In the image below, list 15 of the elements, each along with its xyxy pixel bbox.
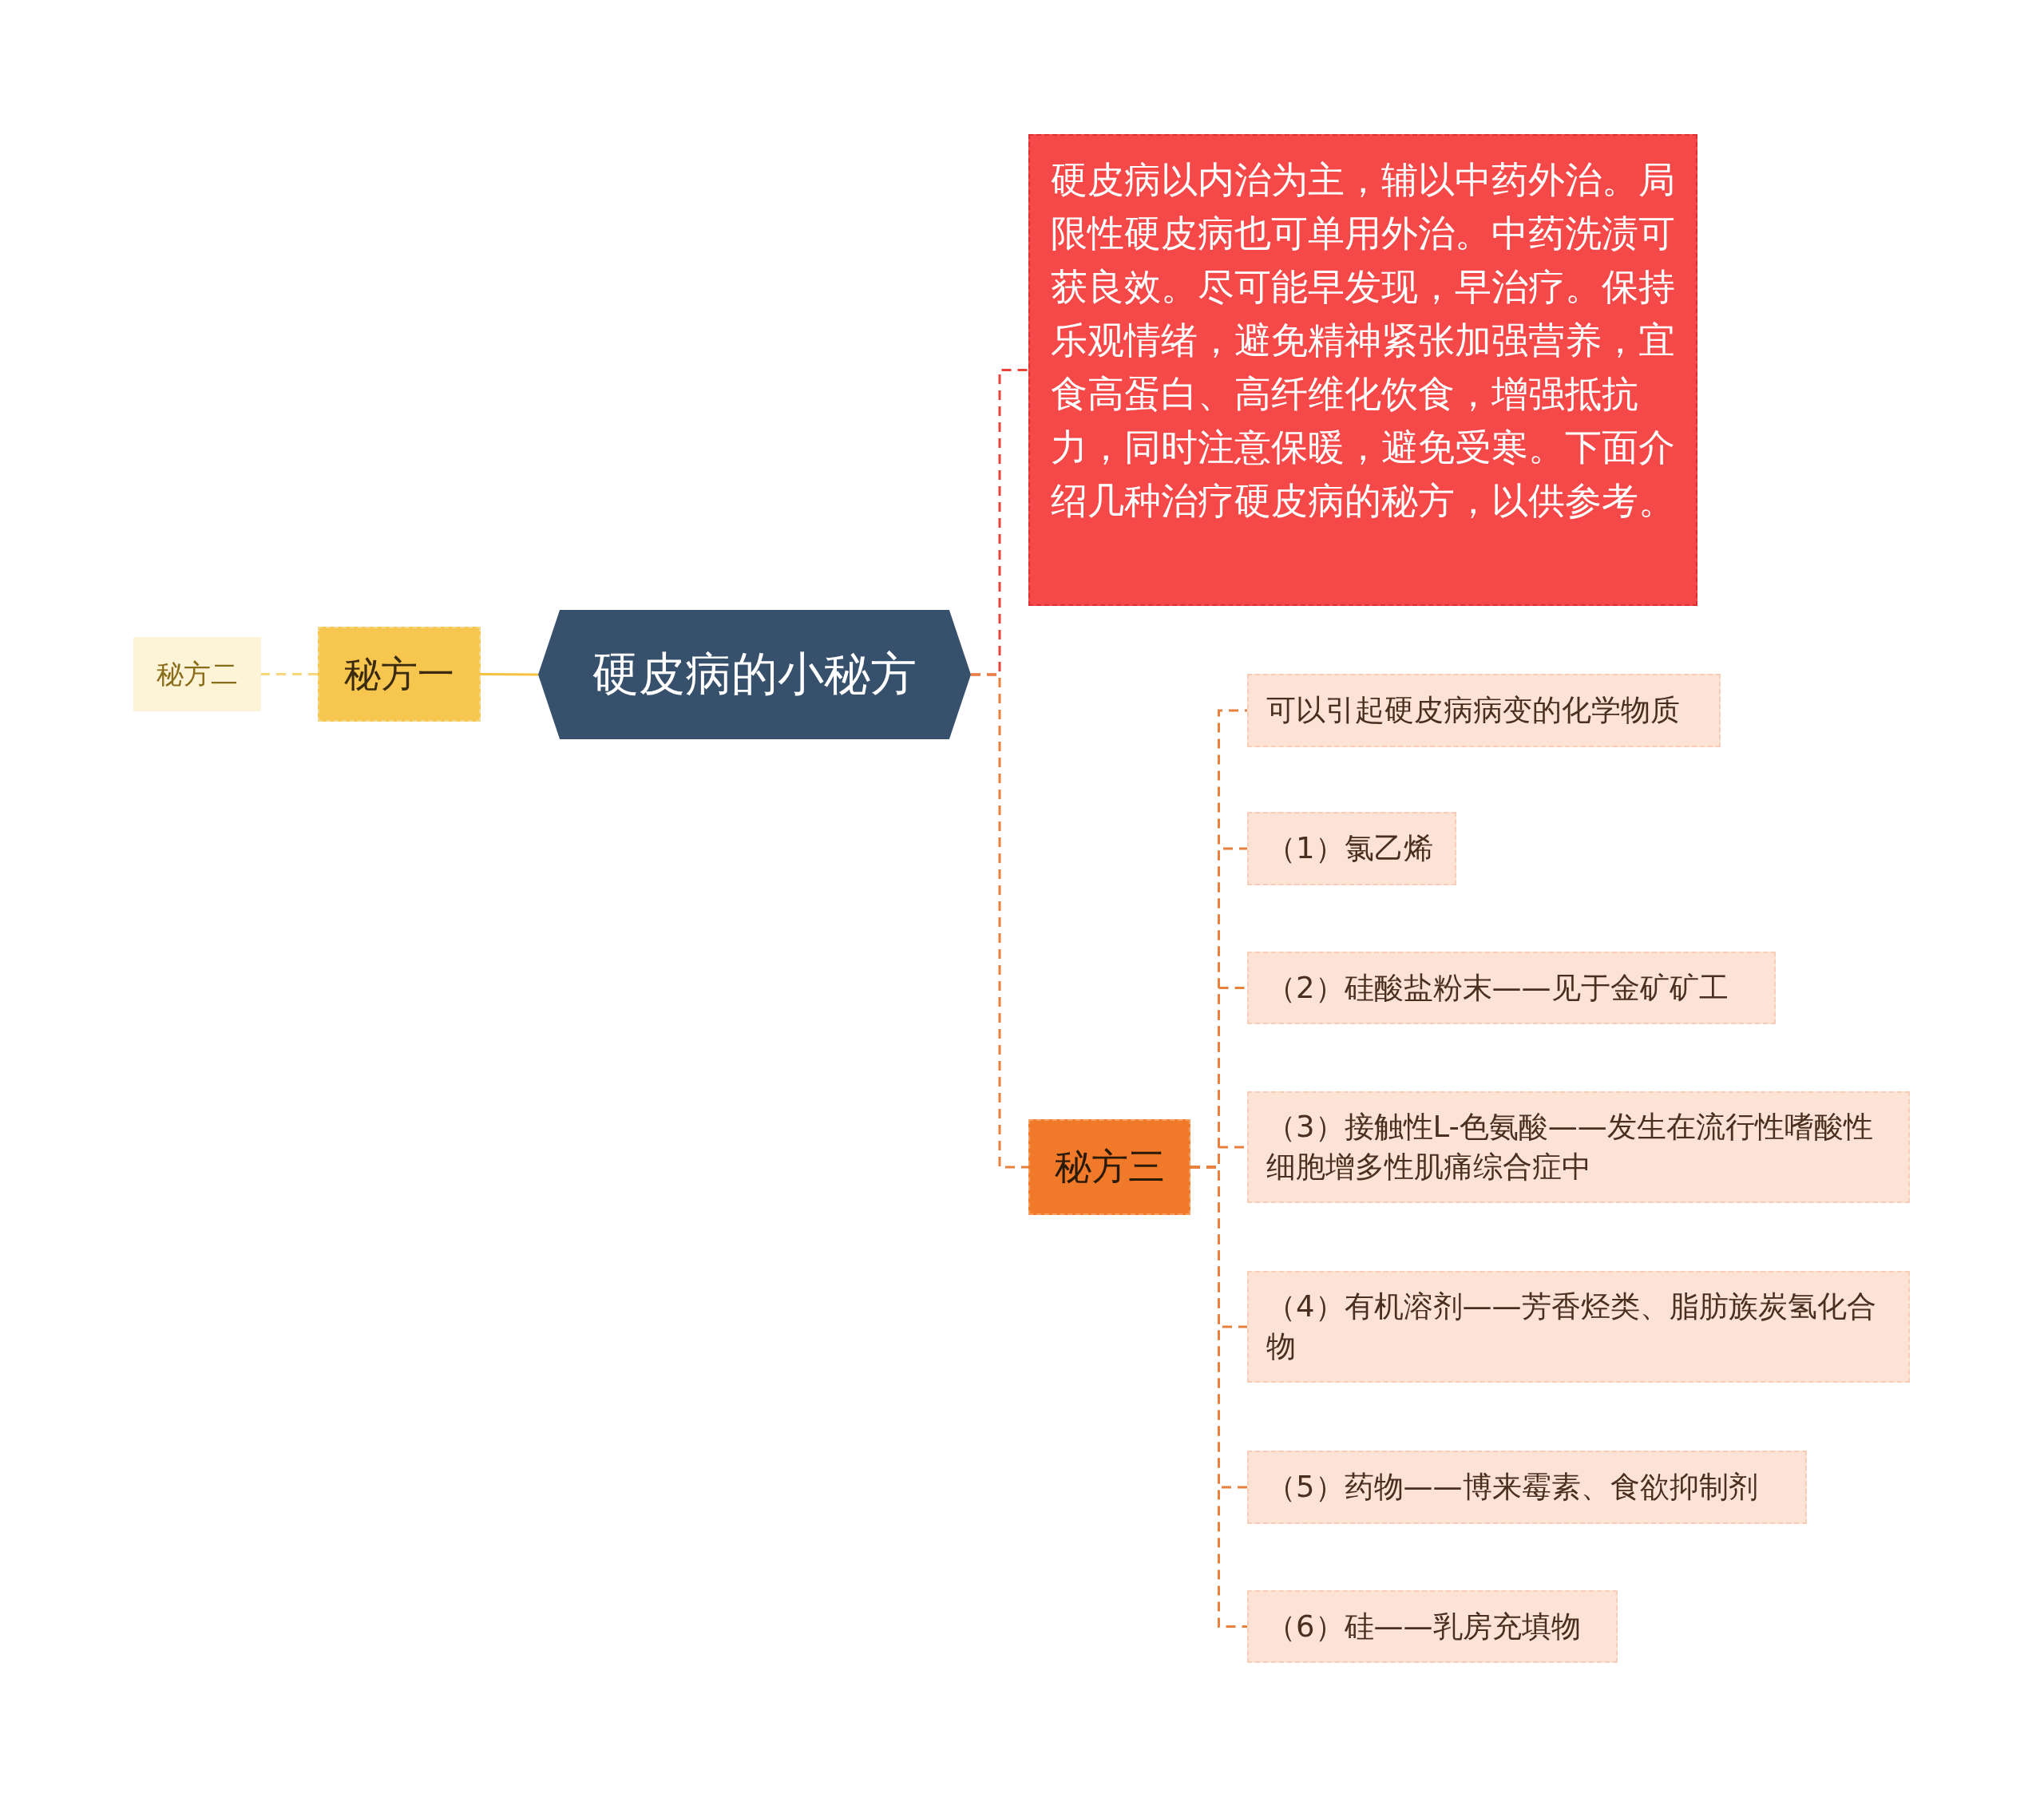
list-item-box: （6）硅——乳房充填物 [1247,1590,1618,1663]
topic-box: 秘方一 [318,627,481,722]
connector [481,673,538,676]
list-item-box: （4）有机溶剂——芳香烃类、脂肪族炭氢化合物 [1247,1271,1910,1383]
list-item-box: （3）接触性L-色氨酸——发生在流行性嗜酸性细胞增多性肌痛综合症中 [1247,1091,1910,1203]
text-box: 硬皮病以内治为主，辅以中药外治。局限性硬皮病也可单用外治。中药洗渍可获良效。尽可能早发现，早治疗。保持乐观情绪，避免精神紧张加强营养，宜食高蛋白、高纤维化饮食，增强抵抗力，同时注意保暖，避免受寒。下面介绍几种治疗硬皮病的秘方，以供参考。 [1028,134,1697,606]
list-item-box: （2）硅酸盐粉末——见于金矿矿工 [1247,952,1776,1024]
connector [261,673,318,675]
list-item-box: （5）药物——博来霉素、食欲抑制剂 [1247,1451,1807,1524]
list-item-box: （1）氯乙烯 [1247,812,1456,885]
topic-box: 秘方三 [1028,1119,1190,1215]
topic-box: 秘方二 [133,637,261,711]
connector [971,673,1028,1169]
list-item-box: 可以引起硬皮病病变的化学物质 [1247,674,1721,747]
hexagon-topic: 硬皮病的小秘方 [538,610,971,739]
